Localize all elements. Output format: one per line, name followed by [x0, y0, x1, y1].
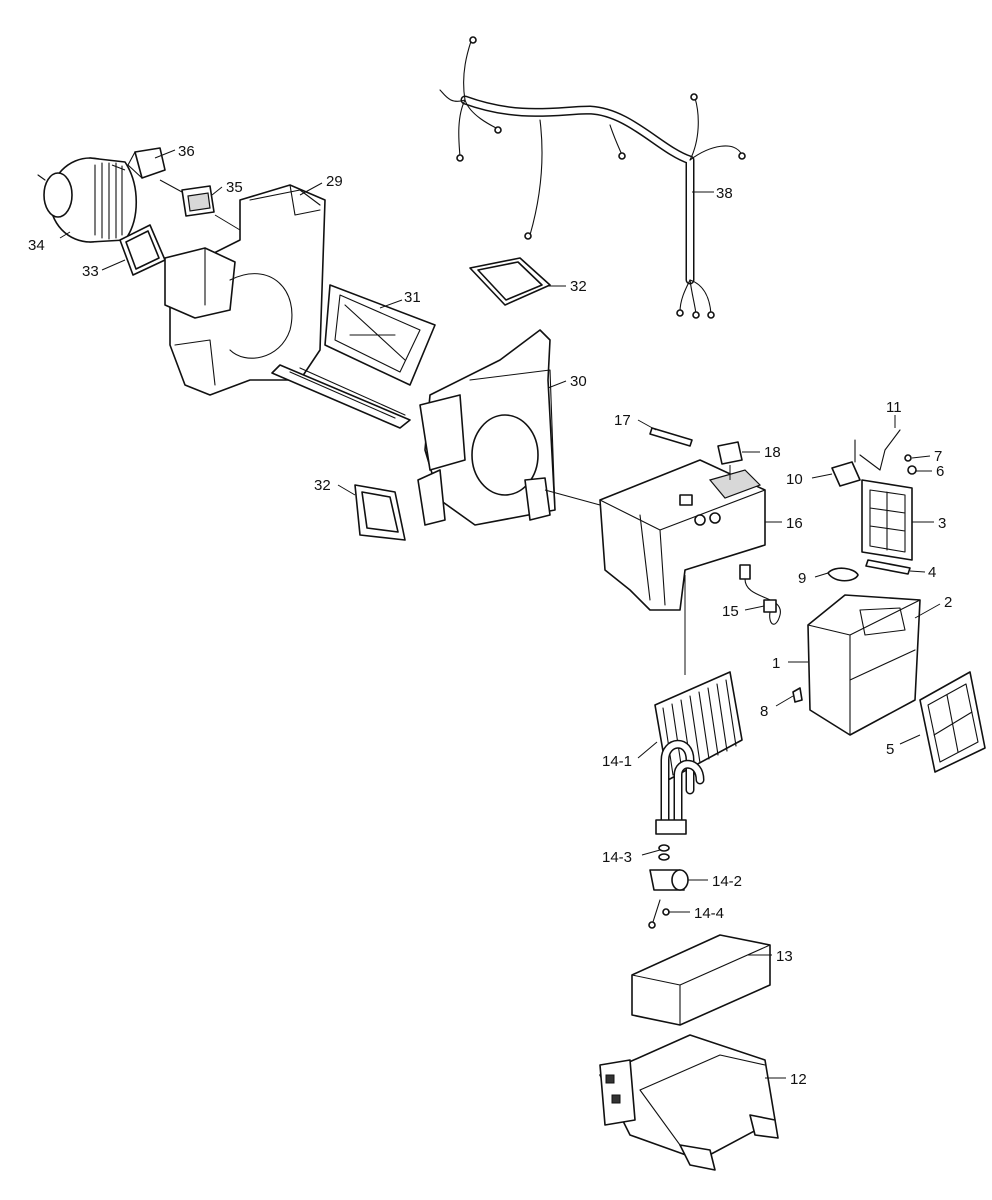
part-9-seal: [827, 567, 859, 582]
callout-4: 4: [928, 564, 936, 581]
part-35-resistor: [159, 179, 215, 217]
part-14-4-bolts: [648, 899, 670, 929]
callout-36: 36: [178, 143, 195, 160]
callout-35: 35: [226, 179, 243, 196]
callout-11: 11: [886, 399, 902, 416]
part-16-evaporator-case: [599, 459, 766, 675]
callout-32-left: 32: [314, 477, 331, 494]
callout-13: 13: [776, 948, 793, 965]
leader-lines: [59, 149, 941, 1079]
callout-33: 33: [82, 263, 99, 280]
callout-7: 7: [934, 448, 942, 465]
callout-3: 3: [938, 515, 946, 532]
part-5-filter: [919, 671, 986, 773]
part-12-lower-case: [599, 1034, 779, 1171]
part-14-1-evaporator-core: [654, 671, 743, 835]
callout-12: 12: [790, 1071, 807, 1088]
callout-31: 31: [404, 289, 421, 306]
callout-14-4: 14-4: [694, 905, 724, 922]
part-38-wiring-harness: [439, 36, 746, 319]
callout-5: 5: [886, 741, 894, 758]
part-10-actuator: [831, 429, 901, 487]
part-14-3-o-rings: [658, 844, 670, 861]
part-14-2-expansion-valve: [649, 869, 689, 891]
callout-9: 9: [798, 570, 806, 587]
callout-14-3: 14-3: [602, 849, 632, 866]
part-6-7-connectors: [904, 454, 917, 475]
callout-8: 8: [760, 703, 768, 720]
part-33-gasket: [119, 224, 166, 276]
part-36-actuator: [111, 147, 166, 179]
part-32-gasket-left: [354, 484, 406, 541]
callout-16: 16: [786, 515, 803, 532]
callout-30: 30: [570, 373, 587, 390]
callout-labels: 38 36 35 29 34 33 32 31 30 32 17 18 16 1…: [28, 143, 952, 1088]
callout-6: 6: [936, 463, 944, 480]
callout-18: 18: [764, 444, 781, 461]
callout-15: 15: [722, 603, 739, 620]
part-4-strip: [865, 559, 911, 575]
callout-10: 10: [786, 471, 803, 488]
part-30-heater-case: [417, 329, 601, 526]
callout-2: 2: [944, 594, 952, 611]
part-32-gasket-top: [469, 257, 551, 306]
part-31-filter-door: [271, 284, 436, 429]
part-8-clip: [792, 687, 803, 703]
callout-1: 1: [772, 655, 780, 672]
callout-29: 29: [326, 173, 343, 190]
callout-34: 34: [28, 237, 45, 254]
part-1-case: [807, 594, 921, 736]
callout-14-1: 14-1: [602, 753, 632, 770]
part-17-rod: [649, 427, 693, 447]
part-13-drain-tray: [631, 934, 771, 1026]
callout-14-2: 14-2: [712, 873, 742, 890]
callout-32-top: 32: [570, 278, 587, 295]
callout-17: 17: [614, 412, 631, 429]
part-34-blower-fan: [37, 157, 138, 243]
part-3-filter-frame: [861, 479, 913, 561]
part-15-sensor: [739, 564, 781, 625]
part-29-blower-housing: [164, 184, 326, 396]
part-18-relay: [717, 441, 743, 480]
callout-38: 38: [716, 185, 733, 202]
